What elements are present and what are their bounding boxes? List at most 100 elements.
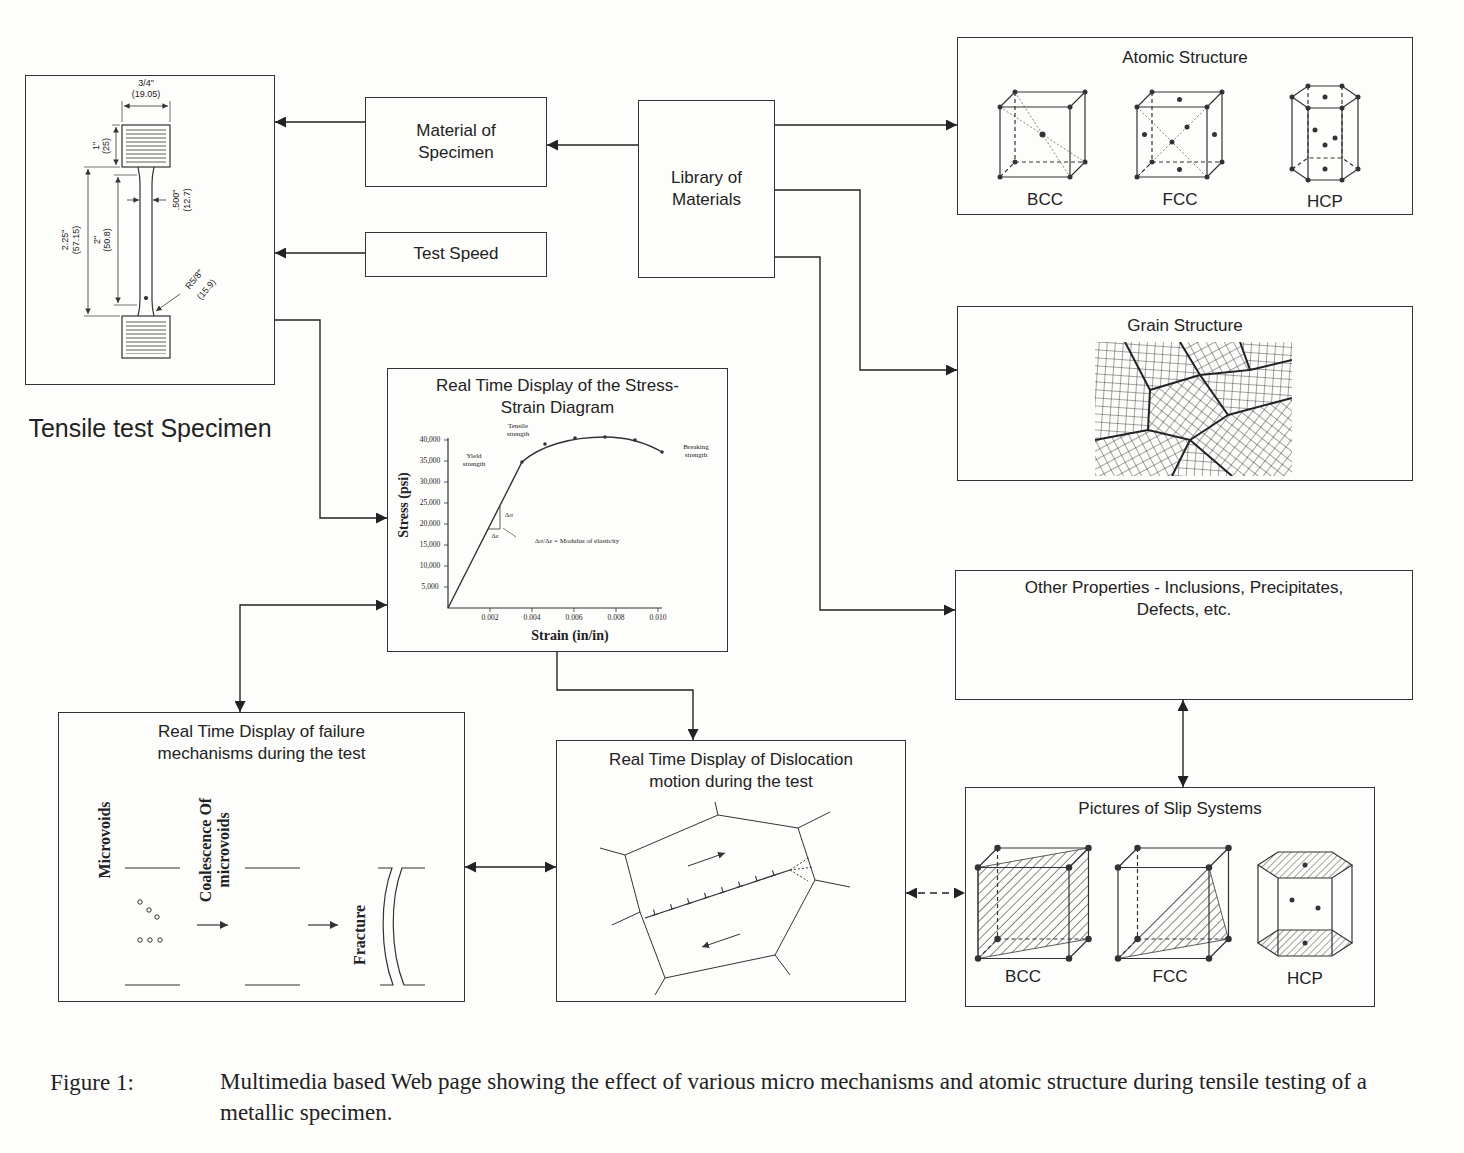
connector-arrow xyxy=(1182,700,1183,787)
stage-label: Microvoids xyxy=(96,801,114,878)
slip-system-drawing xyxy=(1290,863,1321,946)
atomic-structure-drawing xyxy=(1292,86,1358,180)
grain-structure-drawing xyxy=(1095,342,1292,476)
atomic-structure-drawing xyxy=(1290,167,1295,172)
atomic-structure-drawing xyxy=(1323,95,1328,100)
slip-system-drawing xyxy=(1290,898,1295,903)
node-text: Material of Specimen xyxy=(396,120,516,164)
specimen-drawing xyxy=(126,320,166,354)
atomic-structure-drawing xyxy=(1142,132,1147,137)
connector-arrow xyxy=(775,190,957,370)
failure-drawing xyxy=(197,924,228,925)
dimension: (25) xyxy=(102,138,112,154)
stress-strain-chart xyxy=(448,437,662,608)
failure-drawing xyxy=(308,924,338,925)
dimension: (12.7) xyxy=(183,188,193,212)
dislocation-drawing xyxy=(790,857,814,881)
specimen-drawing xyxy=(118,177,119,303)
grain-structure-drawing xyxy=(1095,342,1292,476)
crystal-label: BCC xyxy=(1027,190,1063,210)
atomic-structure-drawing xyxy=(1290,95,1295,100)
slip-system-drawing xyxy=(975,845,1352,962)
figure-caption: Multimedia based Web page showing the ef… xyxy=(220,1066,1420,1128)
failure-drawing xyxy=(378,868,393,985)
stress-strain-chart xyxy=(573,436,577,440)
dimension: 2" xyxy=(93,236,103,244)
atomic-structure-drawing xyxy=(1040,132,1046,138)
stage-label: Coalescence Of microvoids xyxy=(197,788,234,913)
failure-drawing xyxy=(158,938,162,942)
stress-strain-chart xyxy=(490,608,658,612)
specimen-drawing xyxy=(116,127,117,165)
tick-label: 35,000 xyxy=(420,457,441,465)
crystal-label: FCC xyxy=(1153,967,1188,987)
crystal-label: HCP xyxy=(1287,969,1323,989)
specimen-drawing xyxy=(122,101,170,122)
tick-label: 0.010 xyxy=(650,614,667,622)
connector-arrow xyxy=(275,252,365,253)
tick-label: 10,000 xyxy=(420,562,441,570)
failure-drawing xyxy=(138,900,162,942)
dimension: (19.05) xyxy=(132,90,161,100)
slip-system-drawing xyxy=(1258,865,1352,956)
specimen-drawing xyxy=(84,101,180,358)
crystal-label: FCC xyxy=(1163,190,1198,210)
slip-system-drawing xyxy=(1115,845,1232,962)
slip-system-drawing xyxy=(1316,906,1321,911)
tick-label: 20,000 xyxy=(420,520,441,528)
node-text: Tensile test Specimen xyxy=(26,412,274,446)
tick-label: 40,000 xyxy=(420,436,441,444)
stress-strain-chart xyxy=(520,460,524,464)
dislocation-drawing xyxy=(702,934,740,947)
atomic-structure-drawing xyxy=(1212,132,1217,137)
stress-strain-chart xyxy=(520,435,664,464)
connector-arrow xyxy=(906,892,965,893)
failure-drawing xyxy=(148,938,152,942)
slip-system-drawing xyxy=(1258,930,1352,956)
dislocation-drawing xyxy=(771,870,777,876)
node-text: Library of Materials xyxy=(649,167,764,211)
failure-drawing xyxy=(147,908,151,912)
atomic-structure-drawing xyxy=(1290,84,1361,183)
atomic-structure-drawing xyxy=(1313,128,1318,133)
stage-label: Fracture xyxy=(351,905,369,965)
input-box: Test Speed xyxy=(365,232,547,277)
tick-label: 0.006 xyxy=(566,614,583,622)
dislocation-drawing xyxy=(688,853,725,866)
property-panel: Other Properties - Inclusions, Precipita… xyxy=(955,570,1413,700)
specimen-drawing xyxy=(122,316,170,358)
structure-panel: Atomic Structure xyxy=(957,37,1413,215)
specimen-drawing xyxy=(138,167,154,316)
dislocation-drawing xyxy=(720,887,726,893)
stress-strain-chart xyxy=(444,440,448,587)
chart-annotation: Breaking strength xyxy=(674,443,719,459)
atomic-structure-drawing xyxy=(1306,178,1311,183)
slip-system-drawing xyxy=(1118,868,1229,959)
figure-number: Figure 1: xyxy=(50,1068,134,1098)
tick-label: 25,000 xyxy=(420,499,441,507)
connector-arrow xyxy=(465,866,556,867)
atomic-structure-drawing xyxy=(1356,167,1361,172)
dislocation-drawing xyxy=(600,802,850,995)
atomic-structure-drawing xyxy=(1177,97,1182,102)
node-text: Pictures of Slip Systems xyxy=(1078,798,1261,820)
dislocation-drawing xyxy=(652,870,777,915)
atomic-structure-drawing xyxy=(1177,167,1182,172)
tick-label: 30,000 xyxy=(420,478,441,486)
chart-annotation: Δε xyxy=(491,532,498,540)
atomic-structure-drawing xyxy=(998,90,1088,180)
connector-arrow xyxy=(275,320,387,518)
connector-arrow xyxy=(240,605,387,712)
atomic-structure-drawing xyxy=(1292,97,1358,180)
crystal-label: HCP xyxy=(1307,192,1343,212)
node-text: Real Time Display of the Stress-Strain D… xyxy=(428,375,687,419)
display-panel: Real Time Display of Dislocation motion … xyxy=(556,740,906,1002)
node-text: Other Properties - Inclusions, Precipita… xyxy=(1001,577,1367,621)
library-box: Library of Materials xyxy=(638,100,775,278)
dislocation-drawing xyxy=(625,815,815,978)
slip-system-drawing xyxy=(1303,941,1308,946)
dislocation-drawing xyxy=(737,882,743,888)
atomic-structure-drawing xyxy=(998,84,1361,183)
connector-arrow xyxy=(275,121,365,122)
